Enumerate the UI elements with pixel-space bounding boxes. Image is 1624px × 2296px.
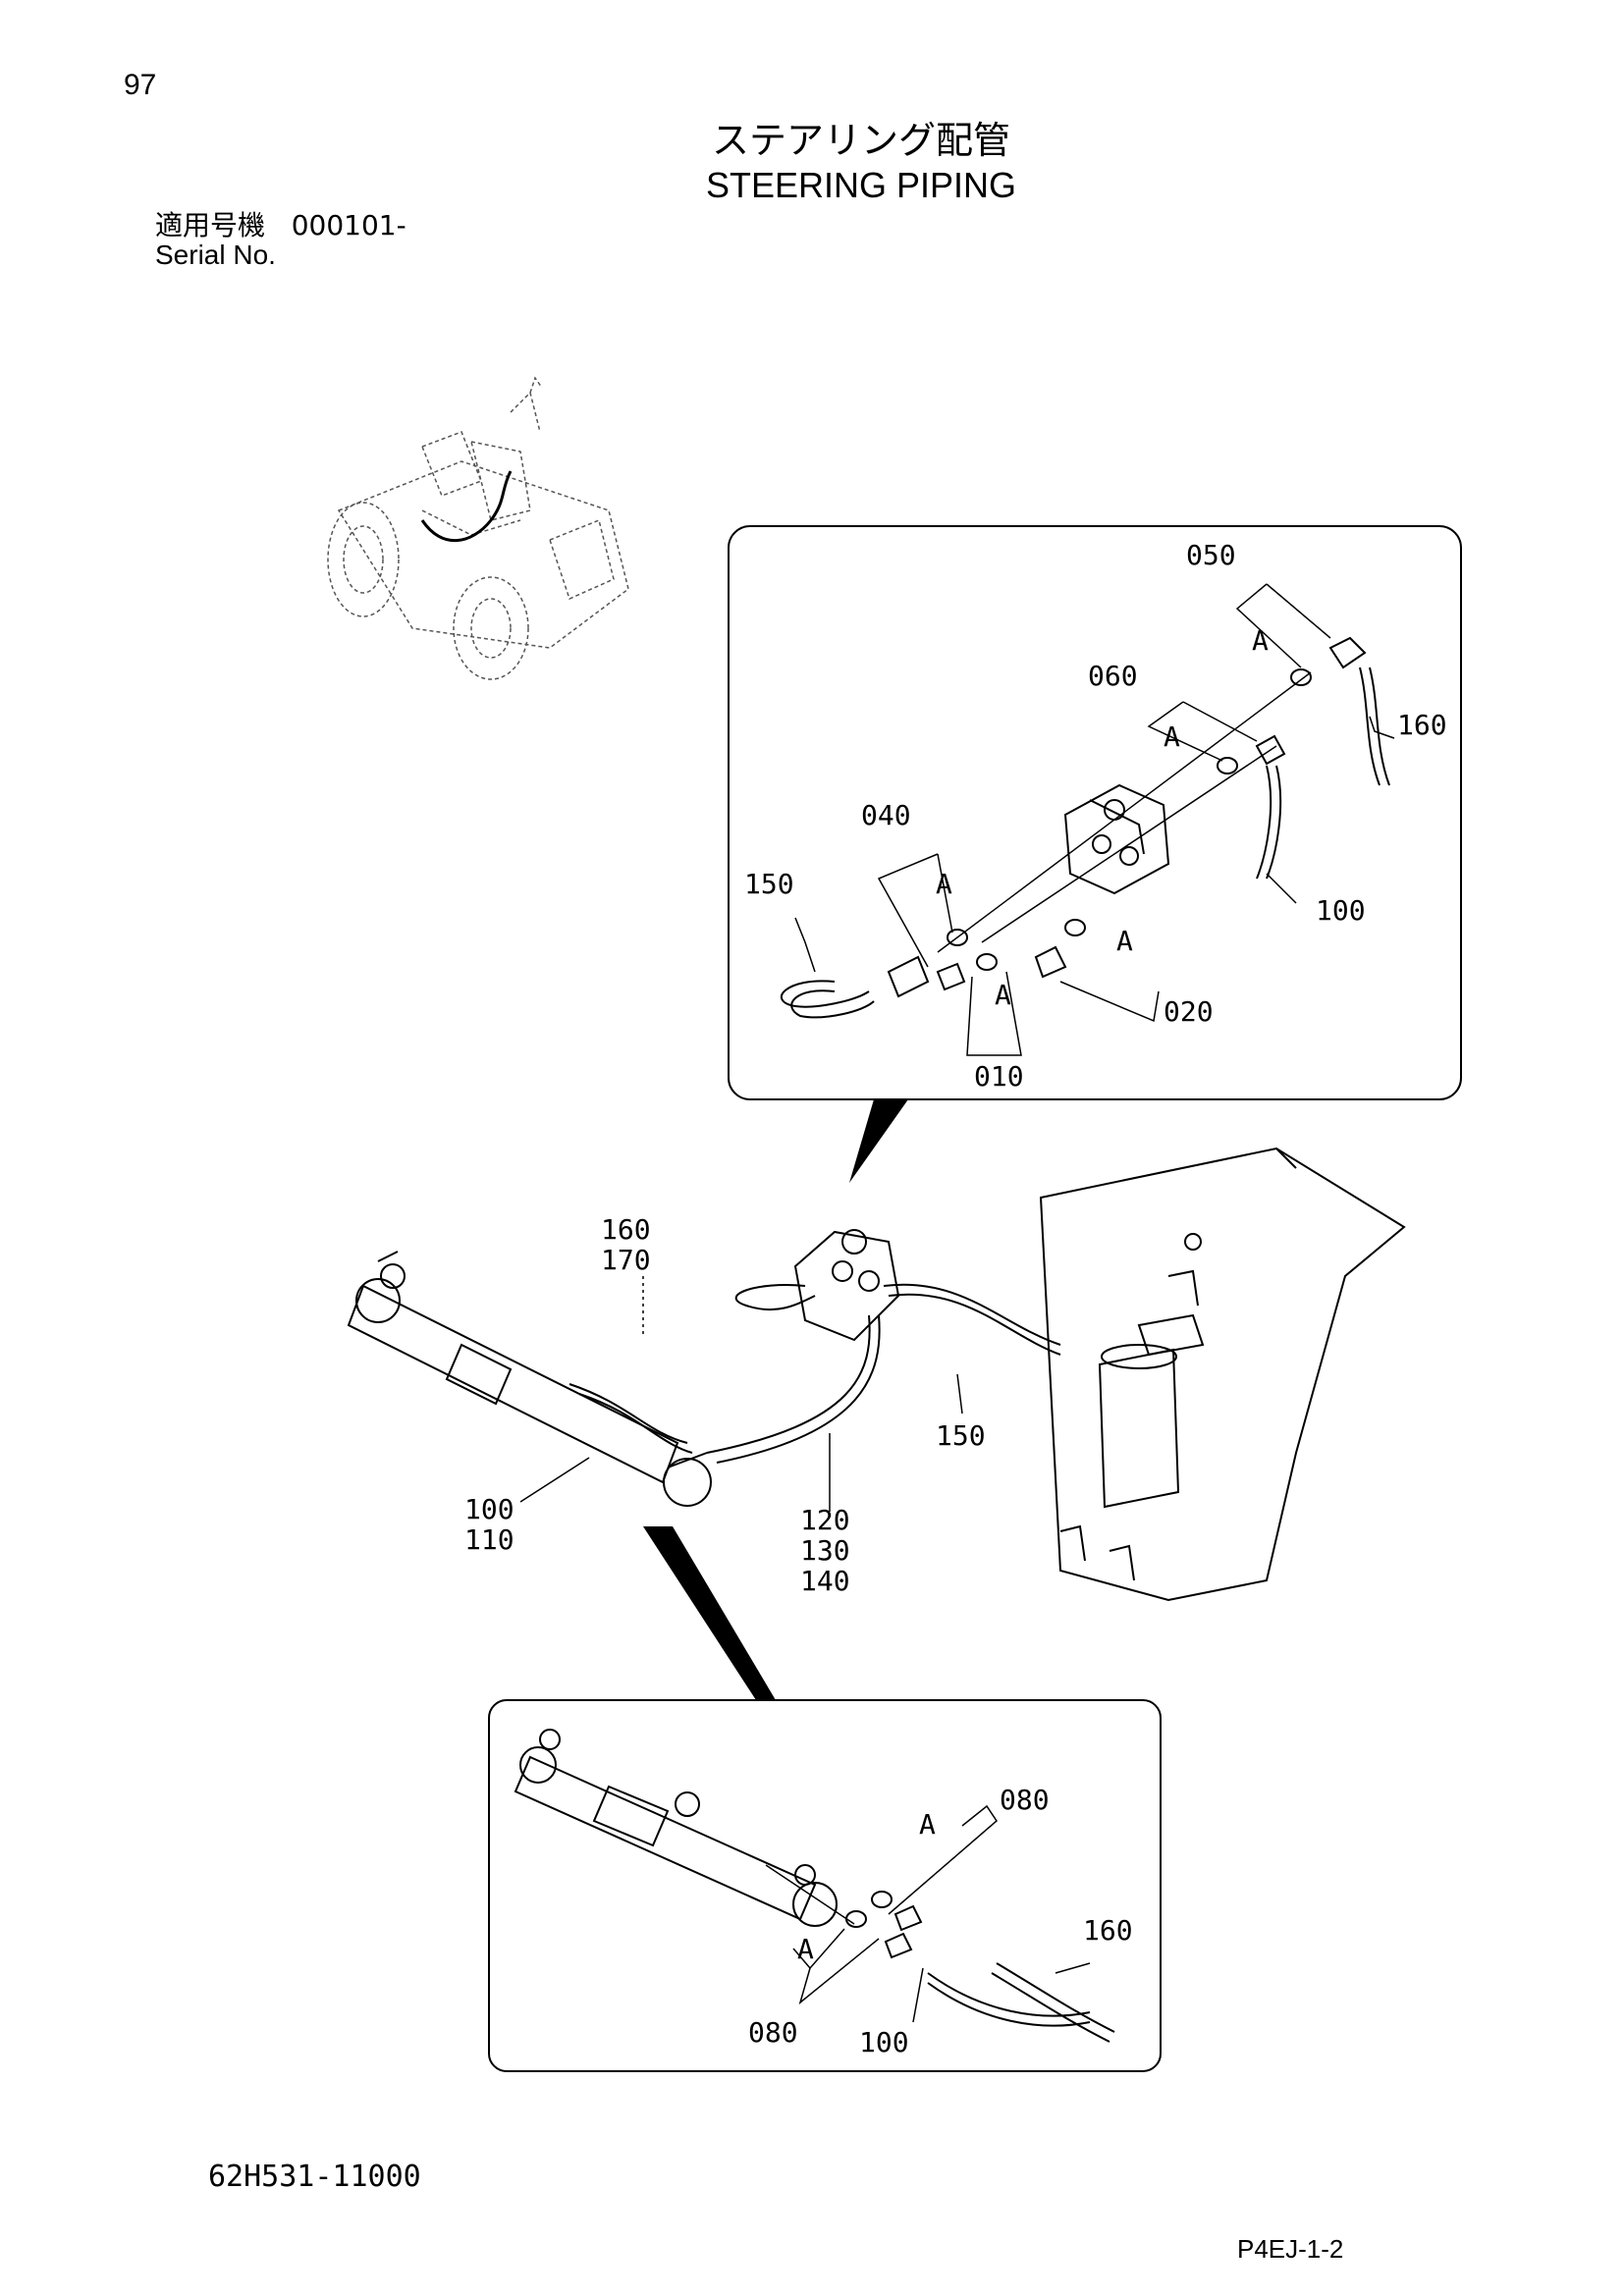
- callout-top-150: 150: [744, 868, 794, 900]
- page-code: P4EJ-1-2: [1237, 2234, 1344, 2264]
- callout-top-A1: A: [1252, 624, 1269, 657]
- callout-top-A3: A: [936, 868, 952, 900]
- callout-top-160: 160: [1397, 709, 1447, 741]
- callout-main-160: 160: [601, 1213, 651, 1246]
- vehicle-overview-drawing: [327, 376, 629, 680]
- callout-top-040: 040: [861, 799, 911, 831]
- top-detail-pointer: [849, 1099, 908, 1183]
- serial-label-japanese: 適用号機: [155, 209, 266, 241]
- callout-top-020: 020: [1164, 995, 1214, 1028]
- callout-main-150: 150: [936, 1419, 986, 1452]
- callout-bottom-160: 160: [1083, 1914, 1133, 1947]
- bottom-detail-pointer: [643, 1526, 776, 1700]
- callout-main-130: 130: [800, 1534, 850, 1567]
- callout-bottom-080b: 080: [748, 2016, 798, 2049]
- vehicle-pipe-highlight: [420, 470, 513, 543]
- callout-main-100: 100: [464, 1493, 514, 1525]
- callout-top-A4: A: [1116, 925, 1133, 957]
- bottom-detail-drawing: [514, 1729, 1115, 2043]
- callout-main-140: 140: [800, 1565, 850, 1597]
- bottom-detail-panel: [488, 1699, 1162, 2072]
- callout-top-A5: A: [995, 979, 1011, 1011]
- callout-top-010: 010: [974, 1060, 1024, 1093]
- callout-main-170: 170: [601, 1244, 651, 1276]
- serial-value: 000101-: [291, 209, 406, 241]
- callout-top-050: 050: [1186, 539, 1236, 571]
- callout-top-060: 060: [1088, 660, 1138, 692]
- callout-bottom-100: 100: [859, 2026, 909, 2058]
- callout-top-A2: A: [1164, 721, 1180, 753]
- drawing-number: 62H531-11000: [208, 2160, 421, 2194]
- callout-top-100: 100: [1316, 894, 1366, 927]
- callout-bottom-A1: A: [919, 1808, 936, 1841]
- top-detail-panel: [728, 525, 1462, 1100]
- page-number: 97: [124, 69, 157, 101]
- serial-range: 適用号機 000101-: [155, 204, 406, 243]
- callout-bottom-A2: A: [797, 1933, 814, 1965]
- callout-bottom-080a: 080: [1000, 1784, 1050, 1816]
- callout-main-110: 110: [464, 1523, 514, 1556]
- main-assembly-drawing: [347, 1147, 1406, 1602]
- page-title-english: STEERING PIPING: [705, 165, 1017, 205]
- callout-main-120: 120: [800, 1504, 850, 1536]
- page-title-japanese: ステアリング配管: [711, 119, 1010, 162]
- top-detail-drawing: [781, 583, 1395, 1056]
- serial-label-english: Serial No.: [155, 240, 276, 270]
